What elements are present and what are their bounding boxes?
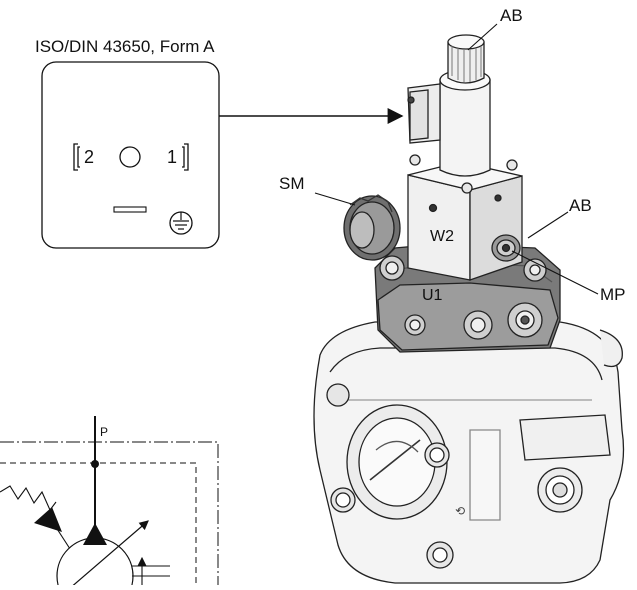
port-p-label: P (100, 425, 109, 439)
label-mp: MP (600, 285, 626, 304)
svg-text:⟲: ⟲ (455, 504, 465, 518)
pin-bracket-right (182, 143, 189, 171)
solenoid-sm (343, 194, 401, 261)
valve-body-w2 (407, 154, 523, 281)
ground-icon (169, 211, 193, 235)
pump-housing: ⟲ (313, 321, 625, 584)
hydraulic-circuit (0, 416, 219, 590)
connector-standard-label: ISO/DIN 43650, Form A (35, 37, 215, 56)
label-w2: W2 (430, 228, 454, 245)
label-sm: SM (279, 174, 305, 193)
connector-centre-pin (119, 146, 141, 168)
solenoid-coil (407, 34, 491, 177)
label-ab-top: AB (500, 6, 523, 25)
outer-boundary (0, 441, 219, 585)
connector-panel (41, 61, 220, 249)
leader-lines (314, 23, 599, 295)
pump-symbol (56, 537, 134, 590)
variable-arrow (66, 520, 149, 590)
inner-boundary (0, 462, 197, 585)
connector-pin-left: 2 (84, 147, 95, 167)
leader-ab-top (467, 23, 498, 51)
leader-sm (314, 192, 356, 206)
control-triangle (34, 507, 62, 532)
spring-symbol (0, 485, 57, 512)
pin-bracket-left (73, 143, 80, 171)
label-u1: U1 (422, 287, 443, 304)
earth-blade (113, 206, 147, 213)
leader-ab-side (527, 211, 569, 239)
connector-pin-right: 1 (167, 147, 178, 167)
label-ab-side: AB (569, 196, 592, 215)
junction-node (91, 460, 99, 468)
leader-mp (511, 250, 599, 295)
pump-flow-triangle (83, 523, 107, 545)
